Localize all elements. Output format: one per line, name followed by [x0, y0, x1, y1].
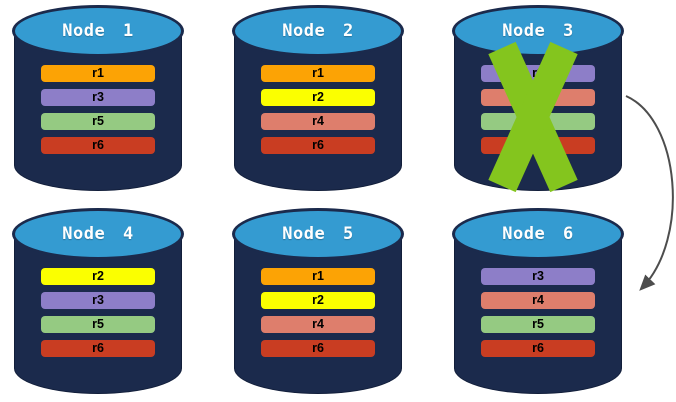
node-4-replica-r3: r3 — [41, 292, 155, 309]
replica-label: r2 — [312, 90, 324, 105]
replica-label: r1 — [312, 269, 324, 284]
node-1: Node 1 r1 r3 r5 r6 — [12, 5, 184, 191]
node-5: Node 5 r1 r2 r4 r6 — [232, 208, 404, 394]
node-2-cylinder-body — [234, 31, 402, 191]
node-1-replica-r3: r3 — [41, 89, 155, 106]
failure-x-stroke — [488, 41, 578, 193]
replica-label: r5 — [532, 317, 544, 332]
node-4-cylinder-top: Node 4 — [12, 208, 184, 260]
node-1-replica-r5: r5 — [41, 113, 155, 130]
arrow-curve — [625, 95, 674, 291]
node-6-replica-r6: r6 — [481, 340, 595, 357]
replica-label: r6 — [92, 341, 104, 356]
replica-label: r4 — [312, 114, 324, 129]
node-3: Node 3r3r4r5r6 — [452, 5, 624, 193]
replica-label: r3 — [532, 269, 544, 284]
replica-label: r2 — [312, 293, 324, 308]
node-1-replica-r1: r1 — [41, 65, 155, 82]
node-6-replica-r5: r5 — [481, 316, 595, 333]
node-4-title: Node 4 — [62, 224, 134, 244]
node-5-replica-r4: r4 — [261, 316, 375, 333]
replica-label: r6 — [92, 138, 104, 153]
node-6-cylinder-top: Node 6 — [452, 208, 624, 260]
replica-label: r1 — [92, 66, 104, 81]
node-2-cylinder-top: Node 2 — [232, 5, 404, 57]
node-5-replica-list: r1 r2 r4 r6 — [232, 268, 404, 357]
node-1-cylinder-top: Node 1 — [12, 5, 184, 57]
node-4-replica-r5: r5 — [41, 316, 155, 333]
replica-label: r5 — [92, 317, 104, 332]
replica-label: r6 — [312, 138, 324, 153]
node-5-cylinder-body — [234, 234, 402, 394]
node-6-replica-list: r3 r4 r5 r6 — [452, 268, 624, 357]
node-6-replica-r4: r4 — [481, 292, 595, 309]
replica-label: r4 — [312, 317, 324, 332]
node-3-cylinder-top: Node 3 — [452, 5, 624, 57]
replica-label: r6 — [312, 341, 324, 356]
node-1-replica-list: r1 r3 r5 r6 — [12, 65, 184, 154]
failure-x-icon — [488, 41, 578, 193]
node-6-replica-r3: r3 — [481, 268, 595, 285]
node-2-replica-r2: r2 — [261, 89, 375, 106]
node-2-replica-r4: r4 — [261, 113, 375, 130]
replica-label: r3 — [92, 293, 104, 308]
node-4-replica-list: r2 r3 r5 r6 — [12, 268, 184, 357]
replica-label: r5 — [92, 114, 104, 129]
node-2: Node 2 r1 r2 r4 r6 — [232, 5, 404, 191]
node-6-cylinder-body — [454, 234, 622, 394]
node-3-title: Node 3 — [502, 21, 574, 41]
node-5-title: Node 5 — [282, 224, 354, 244]
node-1-title: Node 1 — [62, 21, 134, 41]
node-2-replica-list: r1 r2 r4 r6 — [232, 65, 404, 154]
node-4: Node 4 r2 r3 r5 r6 — [12, 208, 184, 394]
node-2-replica-r1: r1 — [261, 65, 375, 82]
replica-label: r4 — [532, 293, 544, 308]
node-5-cylinder-top: Node 5 — [232, 208, 404, 260]
node-4-replica-r2: r2 — [41, 268, 155, 285]
node-2-replica-r6: r6 — [261, 137, 375, 154]
replica-label: r3 — [92, 90, 104, 105]
node-5-replica-r2: r2 — [261, 292, 375, 309]
node-5-replica-r6: r6 — [261, 340, 375, 357]
node-4-replica-r6: r6 — [41, 340, 155, 357]
replica-label: r1 — [312, 66, 324, 81]
node-6-title: Node 6 — [502, 224, 574, 244]
replica-label: r6 — [532, 341, 544, 356]
node-6: Node 6 r3 r4 r5 r6 — [452, 208, 624, 394]
node-1-cylinder-body — [14, 31, 182, 191]
node-4-cylinder-body — [14, 234, 182, 394]
node-5-replica-r1: r1 — [261, 268, 375, 285]
node-1-replica-r6: r6 — [41, 137, 155, 154]
replica-label: r2 — [92, 269, 104, 284]
node-2-title: Node 2 — [282, 21, 354, 41]
